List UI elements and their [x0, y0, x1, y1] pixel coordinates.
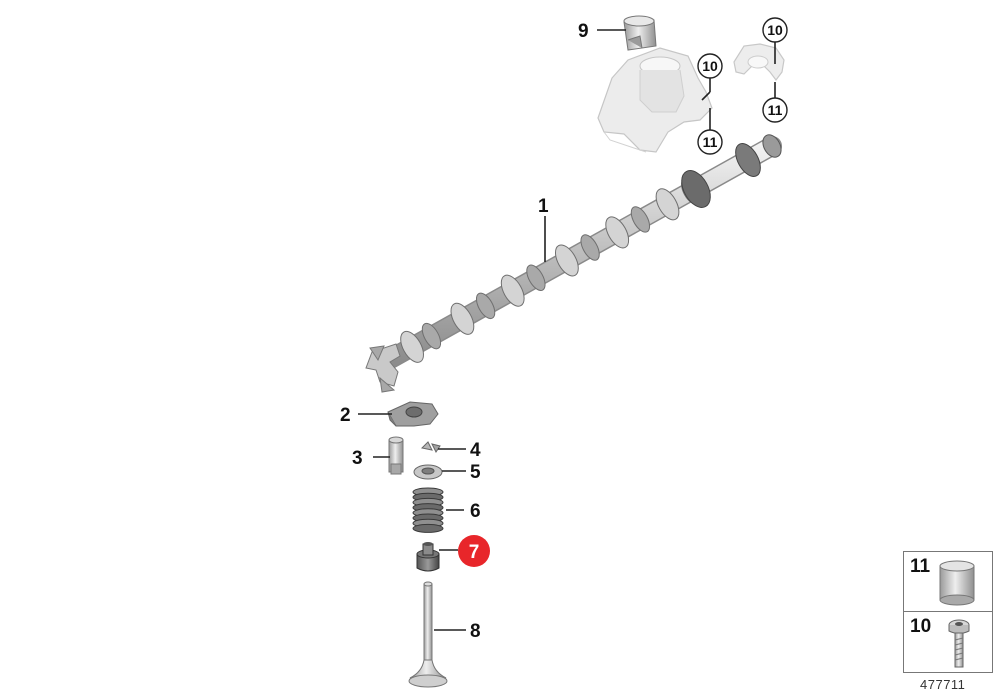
- callout-1: 1: [538, 196, 549, 217]
- callout-4: 4: [470, 440, 481, 461]
- hydraulic-lash-adjuster: [388, 436, 404, 475]
- camshaft-bearing-bracket: [597, 47, 713, 153]
- cam-lobe: [475, 292, 496, 320]
- trigger-wheel: [365, 343, 401, 393]
- callout-6: 6: [470, 501, 481, 522]
- cam-lobe: [500, 274, 525, 307]
- callout-9: 9: [578, 21, 589, 42]
- cam-lobe: [655, 188, 680, 221]
- legend-item-sleeve: 11: [904, 552, 992, 612]
- cam-lobe: [526, 264, 546, 291]
- callout-8: 8: [470, 621, 481, 642]
- cam-lobe: [605, 216, 630, 249]
- leader-lines: [358, 29, 776, 631]
- bearing-bushing: [623, 15, 657, 51]
- callout-5: 5: [470, 462, 481, 483]
- callout-11-bracket: 11: [703, 134, 718, 150]
- cam-lobe: [450, 302, 475, 335]
- spring-coil: [412, 523, 444, 533]
- cam-lobe: [630, 206, 651, 233]
- legend-item-bolt: 10: [904, 612, 992, 671]
- callout-7: 7: [469, 542, 480, 563]
- valve-spring-retainer: [413, 464, 443, 480]
- valve-stem-seal: [416, 542, 440, 572]
- valve-keepers: [420, 441, 441, 453]
- cam-lobe: [554, 244, 579, 277]
- legend-label-10: 10: [910, 616, 932, 637]
- callout-10-bracket: 10: [702, 58, 718, 74]
- camshaft-bearing-cap: [733, 43, 785, 81]
- camshaft: [365, 134, 782, 393]
- sleeve-icon: [939, 560, 975, 606]
- cam-lobe: [400, 330, 424, 363]
- cam-lobes: [400, 178, 701, 363]
- callout-10-cap: 10: [767, 22, 783, 38]
- cam-lobe: [580, 234, 600, 261]
- valve: [408, 581, 448, 688]
- legend-label-11: 11: [910, 556, 931, 577]
- callout-2: 2: [340, 405, 351, 426]
- parts-legend: 11 10: [903, 551, 993, 673]
- callout-3: 3: [352, 448, 363, 469]
- valve-spring: [412, 487, 444, 533]
- roller-finger-follower: [387, 401, 439, 427]
- callout-7-highlight-badge: [458, 535, 490, 567]
- bolt-icon: [948, 619, 970, 668]
- diagram-id: 477711: [920, 677, 966, 692]
- cam-lobe: [421, 322, 442, 350]
- callout-11-cap: 11: [768, 102, 783, 118]
- callout-labels: 1 2 3 4 5 6 7 8 9 10 10 11 11: [340, 17, 788, 642]
